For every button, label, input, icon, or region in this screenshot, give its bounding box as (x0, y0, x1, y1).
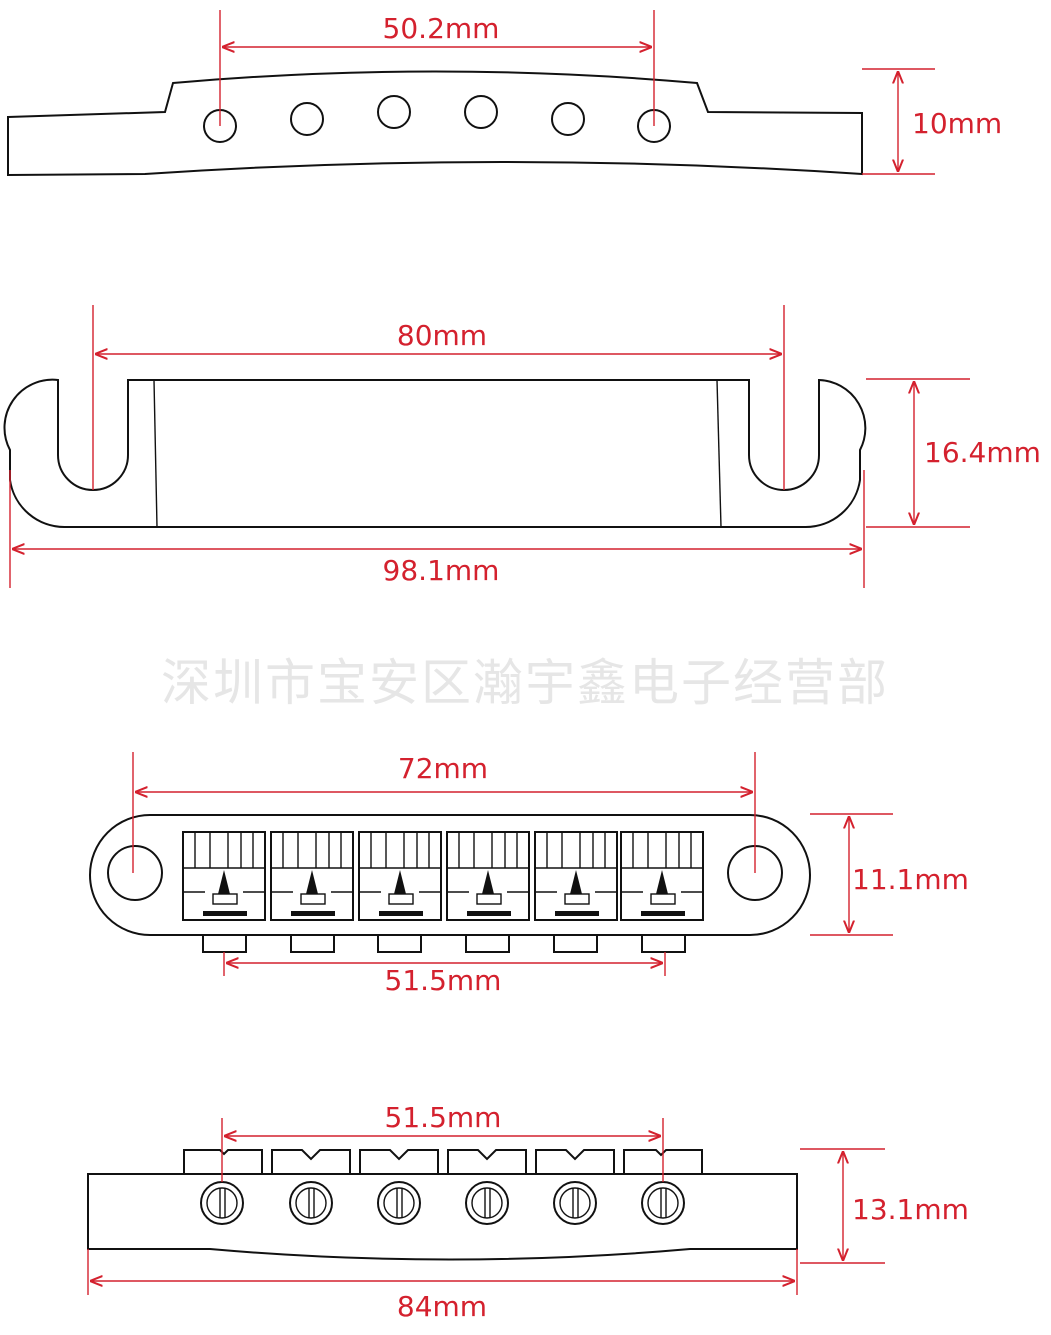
saddles (182, 831, 704, 921)
bridge-height-label: 13.1mm (852, 1193, 969, 1226)
string-holes (203, 95, 671, 143)
stud-hole-left (107, 845, 163, 901)
bridge-length-label: 84mm (397, 1290, 487, 1323)
intonation-screw-tabs (202, 934, 686, 953)
tailpiece-height-label: 16.4mm (924, 436, 1041, 469)
intonation-screw-heads (200, 1181, 685, 1225)
hole-spacing-label: 50.2mm (383, 12, 500, 45)
tailpiece-side-view: 50.2mm 10mm (7, 10, 1002, 177)
stud-spacing-label: 80mm (397, 319, 487, 352)
string-spacing-top-label: 51.5mm (385, 964, 502, 997)
watermark-text: 深圳市宝安区瀚宇鑫电子经营部 (161, 654, 889, 712)
bridge-width-label: 11.1mm (852, 863, 969, 896)
saddle-tops (183, 1149, 703, 1175)
tailpiece-length-label: 98.1mm (383, 554, 500, 587)
string-spacing-front-label: 51.5mm (385, 1101, 502, 1134)
bridge-front-view: 51.5mm 13.1mm 84mm (87, 1101, 969, 1323)
bridge-stud-spacing-label: 72mm (398, 752, 488, 785)
tailpiece-top-view: 80mm 16.4mm 98.1mm (3, 305, 1041, 588)
top-height-label: 10mm (912, 107, 1002, 140)
bridge-top-view: 72mm 11.1mm 51.5mm (89, 752, 969, 997)
